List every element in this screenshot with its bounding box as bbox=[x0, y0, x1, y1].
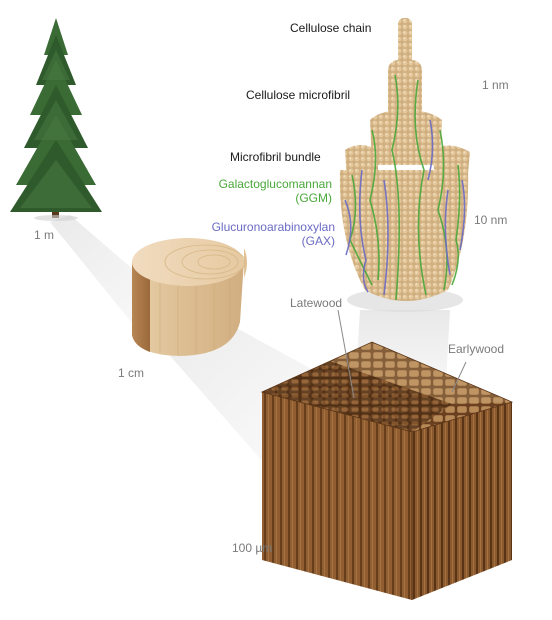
label-cellulose-microfibril: Cellulose microfibril bbox=[246, 88, 351, 102]
label-latewood: Latewood bbox=[290, 296, 343, 310]
latewood-pointer bbox=[337, 309, 355, 399]
label-gax-line2: (GAX) bbox=[301, 234, 335, 248]
label-ggm: Galactoglucomannan (GGM) bbox=[207, 177, 332, 205]
label-microfibril-bundle: Microfibril bundle bbox=[230, 150, 321, 164]
scale-chain: 1 nm bbox=[482, 78, 509, 92]
label-earlywood: Earlywood bbox=[448, 342, 505, 356]
scale-log: 1 cm bbox=[118, 366, 145, 380]
microfibril-bundle-icon bbox=[339, 18, 470, 301]
wood-block-icon bbox=[260, 341, 514, 600]
label-cellulose-chain: Cellulose chain bbox=[290, 21, 372, 35]
label-ggm-line2: (GGM) bbox=[295, 191, 332, 205]
label-gax-line1: Glucuronoarabinoxylan bbox=[211, 220, 335, 234]
log-section-icon bbox=[132, 238, 247, 356]
scale-tree: 1 m bbox=[34, 228, 55, 242]
earlywood-pointer bbox=[451, 361, 467, 393]
scale-bundle: 10 nm bbox=[474, 213, 508, 227]
label-ggm-line1: Galactoglucomannan bbox=[218, 177, 332, 191]
spruce-tree-icon bbox=[10, 18, 102, 221]
scale-block: 100 µm bbox=[232, 541, 273, 555]
label-gax: Glucuronoarabinoxylan (GAX) bbox=[195, 220, 335, 248]
